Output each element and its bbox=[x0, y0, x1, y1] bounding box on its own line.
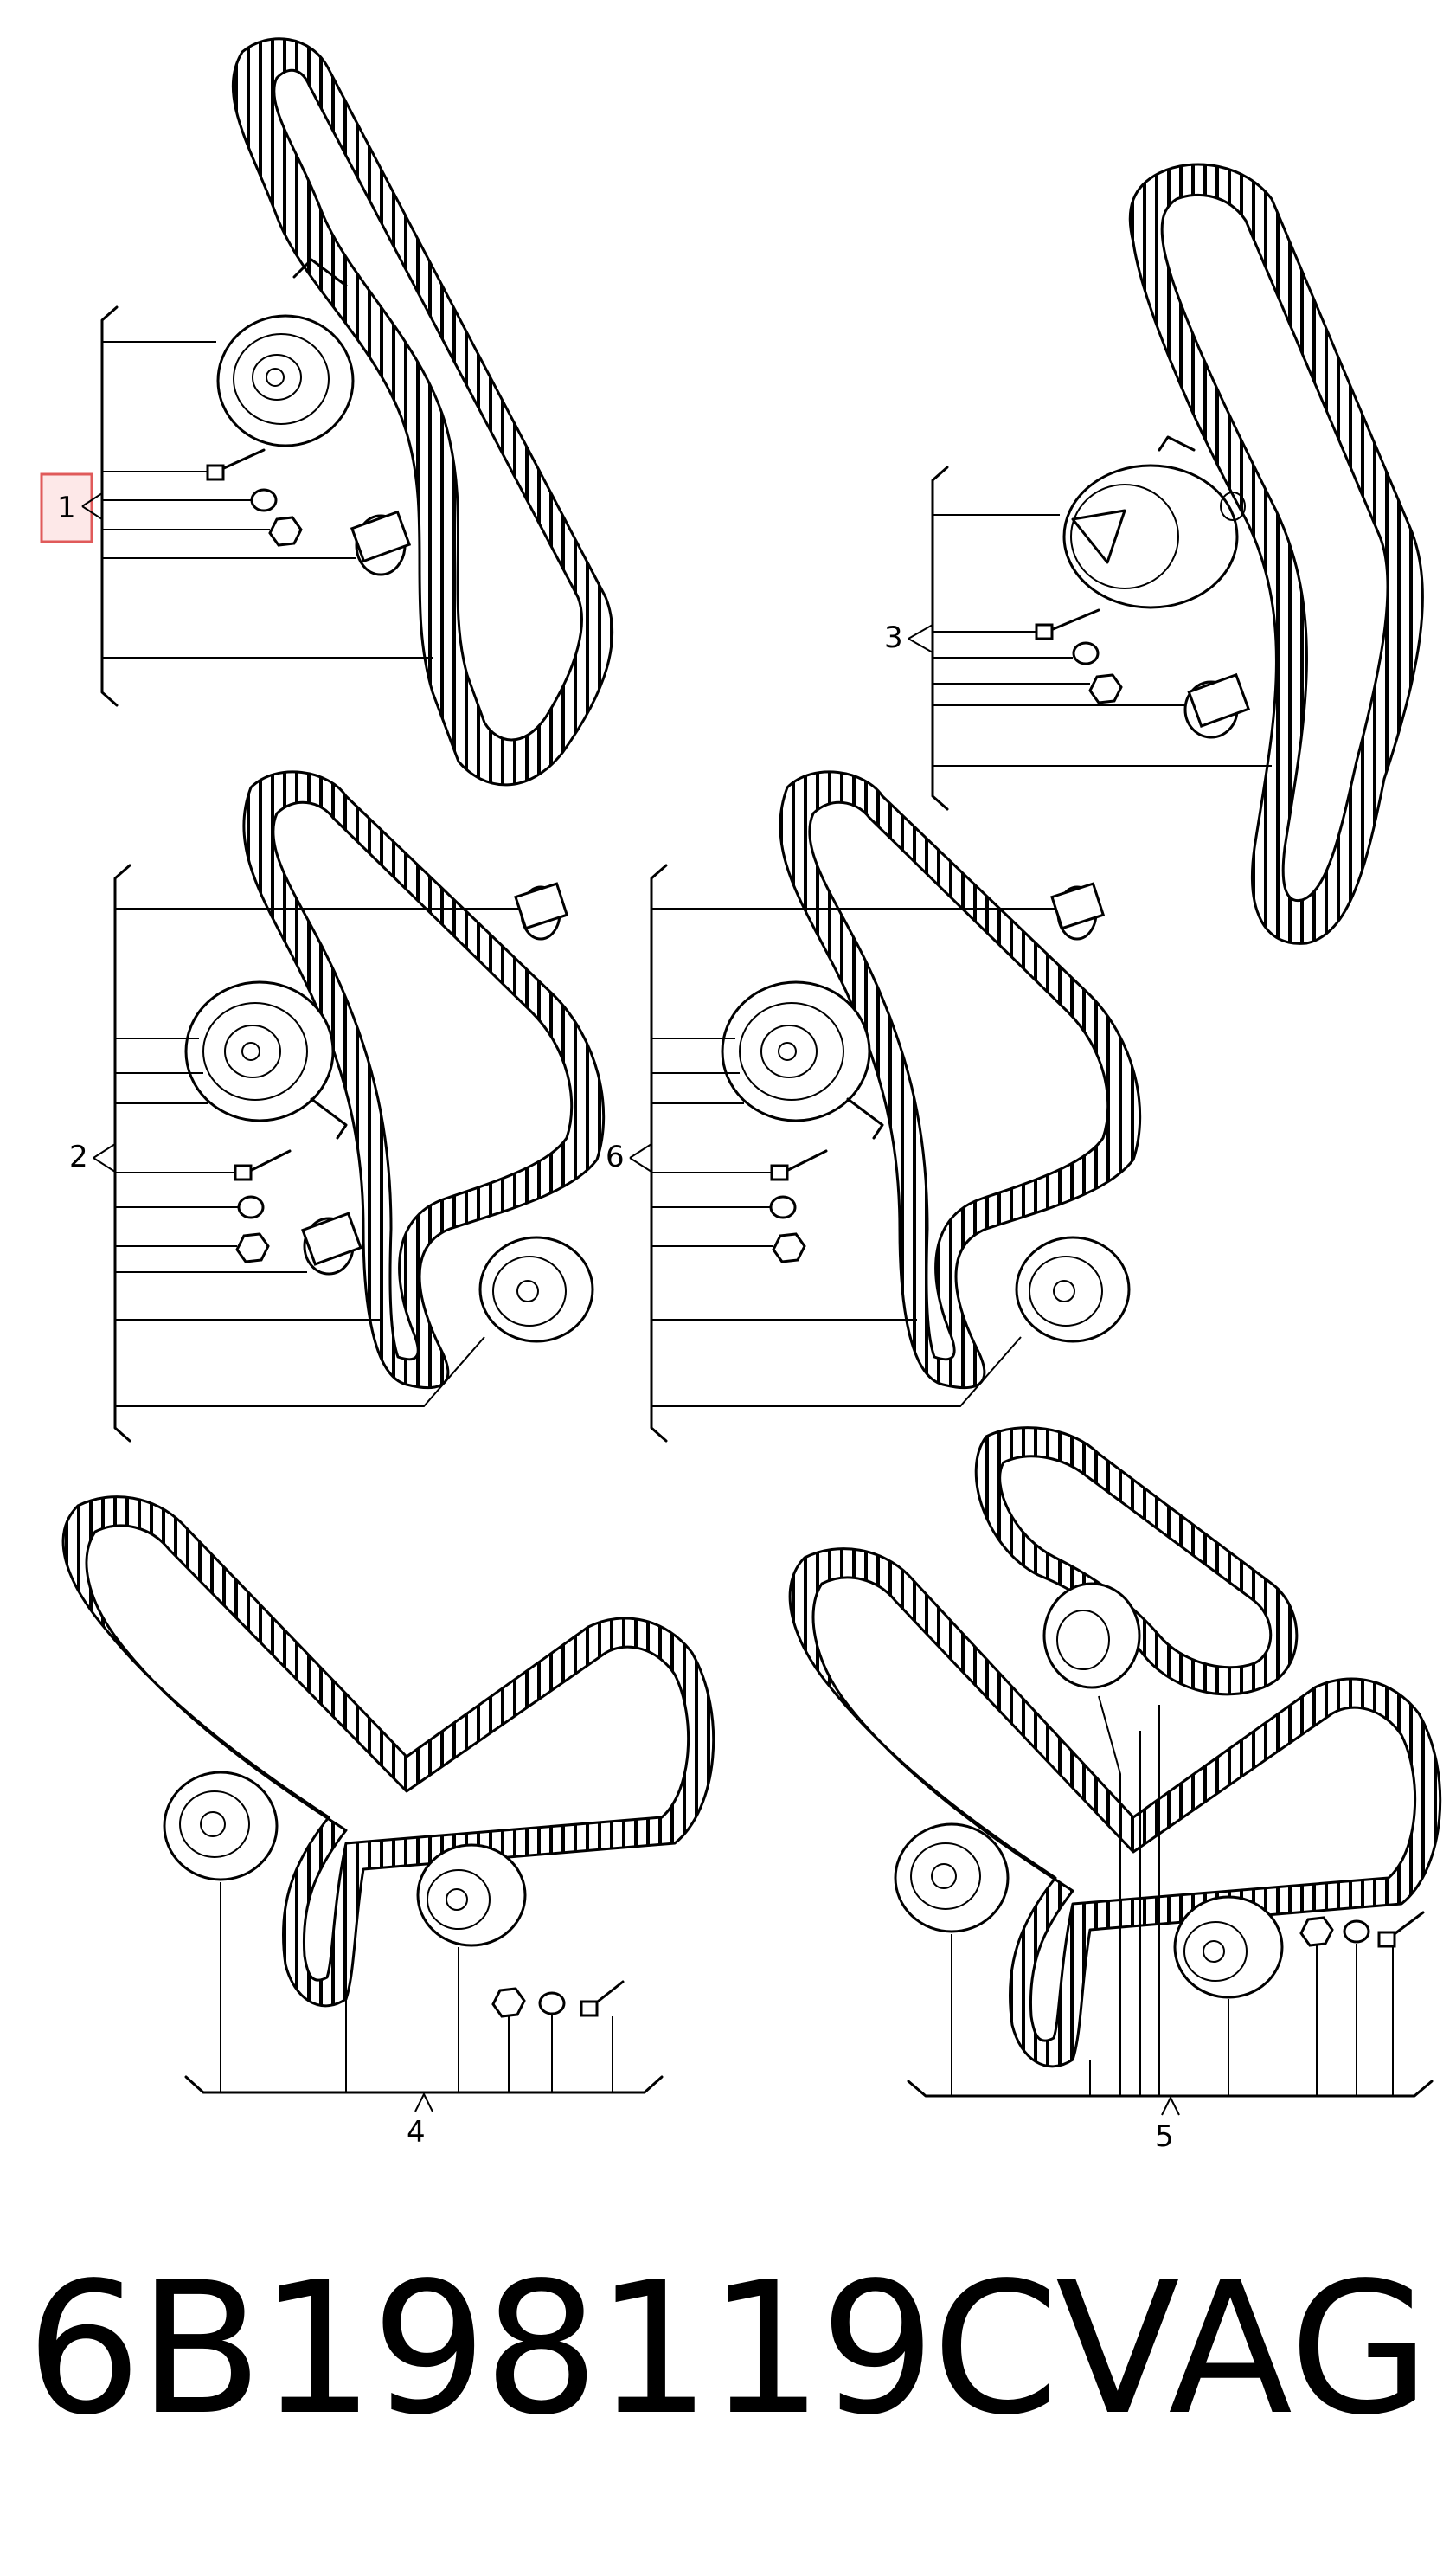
idler-sleeve-kit-1 bbox=[350, 510, 412, 576]
callout-label-5: 5 bbox=[1155, 2119, 1174, 2154]
idler-pulley-kit-2 bbox=[478, 1236, 594, 1343]
tensioner-pulley-kit-1 bbox=[216, 258, 355, 447]
tensioner-pulley-kit-2 bbox=[184, 980, 348, 1140]
kit-1-group: 1 bbox=[40, 37, 614, 787]
bolt-kit-5 bbox=[1377, 1911, 1425, 1948]
bolt-kit-4 bbox=[580, 1980, 625, 2017]
callout-label-2: 2 bbox=[69, 1140, 88, 1174]
callout-4[interactable]: 4 bbox=[407, 2092, 433, 2150]
bolt-kit-6 bbox=[770, 1149, 828, 1181]
callout-label-6: 6 bbox=[606, 1140, 625, 1174]
washer-kit-6 bbox=[769, 1195, 797, 1219]
idler-sleeve-kit-2 bbox=[301, 1212, 362, 1276]
tensioner-pulley-kit-5 bbox=[894, 1822, 1010, 1933]
bolt-kit-1 bbox=[206, 448, 266, 481]
tensioner-pulley-kit-6 bbox=[721, 980, 884, 1140]
idler-pulley-kit-5 bbox=[1173, 1895, 1284, 1999]
nut-kit-2 bbox=[235, 1232, 270, 1263]
nut-kit-1 bbox=[268, 516, 303, 547]
part-number: 6B198119C bbox=[26, 2243, 1059, 2455]
nut-kit-3 bbox=[1088, 673, 1123, 704]
kit-5-group: 5 bbox=[788, 1426, 1442, 2154]
washer-kit-5 bbox=[1343, 1919, 1370, 1944]
tensioner-pulley-kit-4 bbox=[163, 1771, 279, 1881]
timing-belt-kit-1 bbox=[231, 37, 614, 787]
kit-2-group: 2 bbox=[69, 770, 606, 1443]
callout-1[interactable]: 1 bbox=[40, 472, 103, 543]
idler-pulley-kit-6 bbox=[1015, 1236, 1131, 1343]
idler-sleeve-kit-3 bbox=[1183, 672, 1251, 739]
callout-label-1: 1 bbox=[57, 491, 76, 525]
callout-6[interactable]: 6 bbox=[606, 1140, 652, 1174]
idler-pulley-top-kit-5 bbox=[1042, 1582, 1141, 1689]
washer-kit-3 bbox=[1072, 641, 1100, 665]
washer-kit-4 bbox=[538, 1991, 566, 2015]
kit-3-group: 3 bbox=[884, 163, 1424, 945]
bracket-kit-1 bbox=[100, 305, 433, 707]
nut-kit-5 bbox=[1299, 1916, 1334, 1947]
timing-belt-kit-diagram: 1 bbox=[40, 37, 1442, 2154]
kit-4-group: 4 bbox=[61, 1495, 715, 2150]
callout-5[interactable]: 5 bbox=[1155, 2095, 1180, 2154]
bracket-kit-5 bbox=[907, 1695, 1434, 2098]
bracket-kit-2 bbox=[113, 864, 519, 1443]
idler-sleeve-top-kit-6 bbox=[1050, 882, 1106, 941]
nut-kit-4 bbox=[491, 1987, 526, 2018]
callout-label-4: 4 bbox=[407, 2115, 426, 2150]
kit-6-group: 6 bbox=[606, 770, 1142, 1443]
idler-sleeve-top-kit-2 bbox=[514, 882, 569, 941]
bracket-kit-3 bbox=[931, 466, 1272, 811]
bracket-kit-6 bbox=[650, 864, 1055, 1443]
timing-belt-kit-3 bbox=[1128, 163, 1424, 945]
washer-kit-2 bbox=[237, 1195, 265, 1219]
washer-kit-1 bbox=[250, 488, 278, 512]
timing-belt-kit-4 bbox=[61, 1495, 715, 2008]
nut-kit-6 bbox=[772, 1232, 806, 1263]
callout-3[interactable]: 3 bbox=[884, 620, 933, 655]
callout-2[interactable]: 2 bbox=[69, 1140, 116, 1174]
idler-pulley-kit-4 bbox=[416, 1843, 527, 1947]
brand-name: VAG bbox=[1055, 2243, 1430, 2455]
callout-label-3: 3 bbox=[884, 620, 903, 655]
tensioner-pulley-kit-3 bbox=[1062, 435, 1246, 609]
bolt-kit-2 bbox=[234, 1149, 292, 1181]
timing-belt-kit-5-main bbox=[788, 1547, 1442, 2068]
bolt-kit-3 bbox=[1035, 608, 1100, 640]
